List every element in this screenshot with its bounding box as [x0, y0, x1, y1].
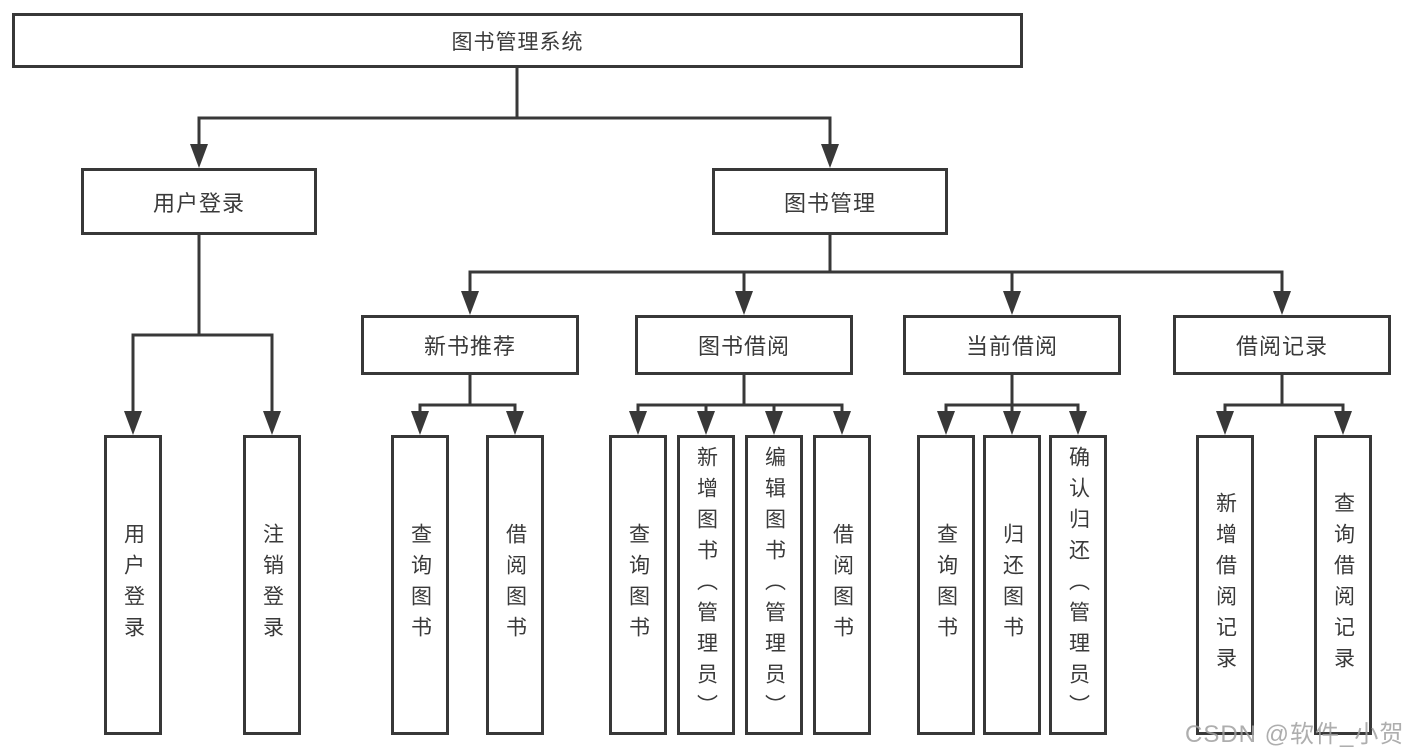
node-logout-label: 注销登录 [260, 523, 284, 647]
node-user-login-branch-label: 用户登录 [152, 190, 245, 216]
node-user-login-label: 用户登录 [121, 523, 145, 647]
node-return-books: 归还图书 [983, 435, 1041, 735]
node-book-borrowing: 图书借阅 [635, 315, 853, 375]
node-confirm-return-admin: 确认归还（管理员） [1049, 435, 1107, 735]
node-confirm-return-admin-label: 确认归还（管理员） [1066, 445, 1090, 725]
node-add-borrow-record-label: 新增借阅记录 [1213, 492, 1237, 678]
csdn-watermark: CSDN @软件_小贺同学 [1185, 721, 1405, 747]
node-borrow-books-borrowing-label: 借阅图书 [830, 523, 854, 647]
node-edit-books-admin: 编辑图书（管理员） [745, 435, 803, 735]
node-user-login-branch: 用户登录 [81, 168, 317, 235]
connector-root-to-level2 [190, 68, 839, 168]
node-query-borrow-record-label: 查询借阅记录 [1331, 492, 1355, 678]
node-book-borrowing-label: 图书借阅 [697, 334, 790, 359]
node-borrow-books-recommend: 借阅图书 [486, 435, 544, 735]
node-add-books-admin: 新增图书（管理员） [677, 435, 735, 735]
node-borrowing-records: 借阅记录 [1173, 315, 1391, 375]
node-borrow-books-recommend-label: 借阅图书 [503, 523, 527, 647]
node-query-books-borrowing-label: 查询图书 [626, 523, 650, 647]
connector-book-borrow-group [629, 375, 851, 435]
connector-user-login-group [124, 235, 281, 435]
node-book-management-label: 图书管理 [783, 190, 876, 216]
connector-borrow-record-group [1216, 375, 1352, 435]
node-new-book-recommend-label: 新书推荐 [423, 334, 516, 359]
node-new-book-recommend: 新书推荐 [361, 315, 579, 375]
node-current-borrowing-label: 当前借阅 [965, 334, 1058, 359]
node-return-books-label: 归还图书 [1000, 523, 1024, 647]
node-logout: 注销登录 [243, 435, 301, 735]
node-query-books-borrowing: 查询图书 [609, 435, 667, 735]
node-query-books-current-label: 查询图书 [934, 523, 958, 647]
node-add-borrow-record: 新增借阅记录 [1196, 435, 1254, 735]
node-query-books-current: 查询图书 [917, 435, 975, 735]
node-root-label: 图书管理系统 [451, 30, 584, 54]
node-borrowing-records-label: 借阅记录 [1235, 334, 1328, 359]
node-root: 图书管理系统 [12, 13, 1023, 68]
node-query-books-recommend: 查询图书 [391, 435, 449, 735]
node-user-login: 用户登录 [104, 435, 162, 735]
node-add-books-admin-label: 新增图书（管理员） [694, 445, 718, 725]
connector-current-borrow-group [937, 375, 1087, 435]
node-edit-books-admin-label: 编辑图书（管理员） [762, 445, 786, 725]
node-current-borrowing: 当前借阅 [903, 315, 1121, 375]
node-query-borrow-record: 查询借阅记录 [1314, 435, 1372, 735]
connector-book-mgmt-to-level3 [461, 235, 1291, 315]
connector-new-book-group [411, 375, 524, 435]
node-query-books-recommend-label: 查询图书 [408, 523, 432, 647]
node-borrow-books-borrowing: 借阅图书 [813, 435, 871, 735]
node-book-management: 图书管理 [712, 168, 948, 235]
